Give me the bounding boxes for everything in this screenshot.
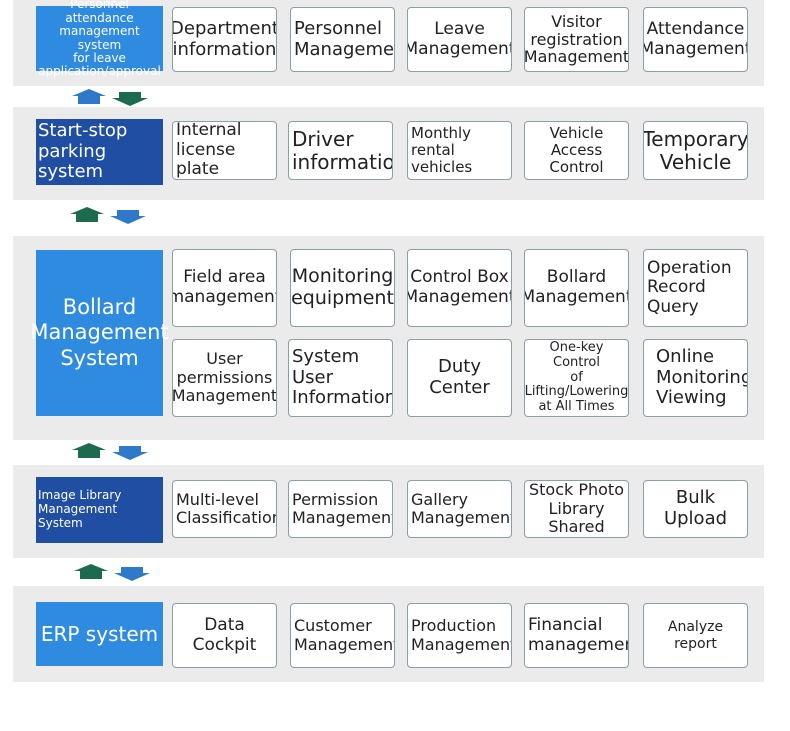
module-analyze-report: Analyze report xyxy=(643,603,748,668)
system-image-library-management: Image Library Management System xyxy=(36,477,163,543)
connector-arrows-4 xyxy=(72,564,154,582)
module-gallery-management: Gallery Management xyxy=(407,480,512,538)
arrow-down-icon xyxy=(110,210,146,224)
module-duty-center: Duty Center xyxy=(407,339,512,417)
arrow-up-icon xyxy=(72,89,106,104)
module-leave-management: Leave Management xyxy=(407,7,512,72)
module-financial-management: Financial management xyxy=(524,603,629,668)
module-stock-photo-library-shared: Stock Photo Library Shared xyxy=(524,480,629,538)
connector-arrows-3 xyxy=(70,443,152,461)
module-department-information: Department information xyxy=(172,7,277,72)
module-monthly-rental-vehicles: Monthly rental vehicles xyxy=(407,121,512,180)
system-personnel-attendance: Personnel attendance management system f… xyxy=(36,0,163,78)
module-permission-management: Permission Management xyxy=(288,480,393,538)
module-personnel-management: Personnel Management xyxy=(290,7,395,72)
arrow-up-icon xyxy=(74,564,108,579)
module-bollard-management: Bollard Management xyxy=(524,249,629,327)
module-operation-record-query: Operation Record Query xyxy=(643,249,748,327)
system-erp: ERP system xyxy=(36,602,163,666)
arrow-up-icon xyxy=(72,443,106,458)
module-customer-management: Customer Management xyxy=(290,603,395,668)
module-user-permissions-management: User permissions Management xyxy=(172,339,277,417)
module-system-user-information: System User Information xyxy=(288,339,393,417)
arrow-down-icon xyxy=(114,567,150,581)
module-visitor-registration: Visitor registration Management xyxy=(524,7,629,72)
module-control-box-management: Control Box Management xyxy=(407,249,512,327)
system-start-stop-parking: Start-stop parking system xyxy=(36,119,163,185)
module-bulk-upload: Bulk Upload xyxy=(643,480,748,538)
module-multi-level-classification: Multi-level Classification xyxy=(172,480,277,538)
module-online-monitoring-viewing: Online Monitoring Viewing xyxy=(643,339,748,417)
system-bollard-management: Bollard Management System xyxy=(30,250,169,416)
module-data-cockpit: Data Cockpit xyxy=(172,603,277,668)
module-monitoring-equipment: Monitoring equipment xyxy=(290,249,395,327)
module-driver-information: Driver information xyxy=(288,121,393,180)
module-field-area-management: Field area management xyxy=(172,249,277,327)
connector-arrows-2 xyxy=(68,207,150,225)
module-production-management: Production Management xyxy=(407,603,512,668)
module-attendance-management: Attendance Management xyxy=(643,7,748,72)
module-one-key-control: One-key Control of Lifting/Lowering at A… xyxy=(524,339,629,417)
arrow-down-icon xyxy=(112,446,148,460)
connector-arrows-1 xyxy=(70,89,152,107)
arrow-up-icon xyxy=(70,207,104,222)
arrow-down-icon xyxy=(112,92,148,106)
module-temporary-vehicle: Temporary Vehicle xyxy=(643,121,748,180)
module-internal-license-plate: Internal license plate xyxy=(172,121,277,180)
module-vehicle-access-control: Vehicle Access Control xyxy=(524,121,629,180)
